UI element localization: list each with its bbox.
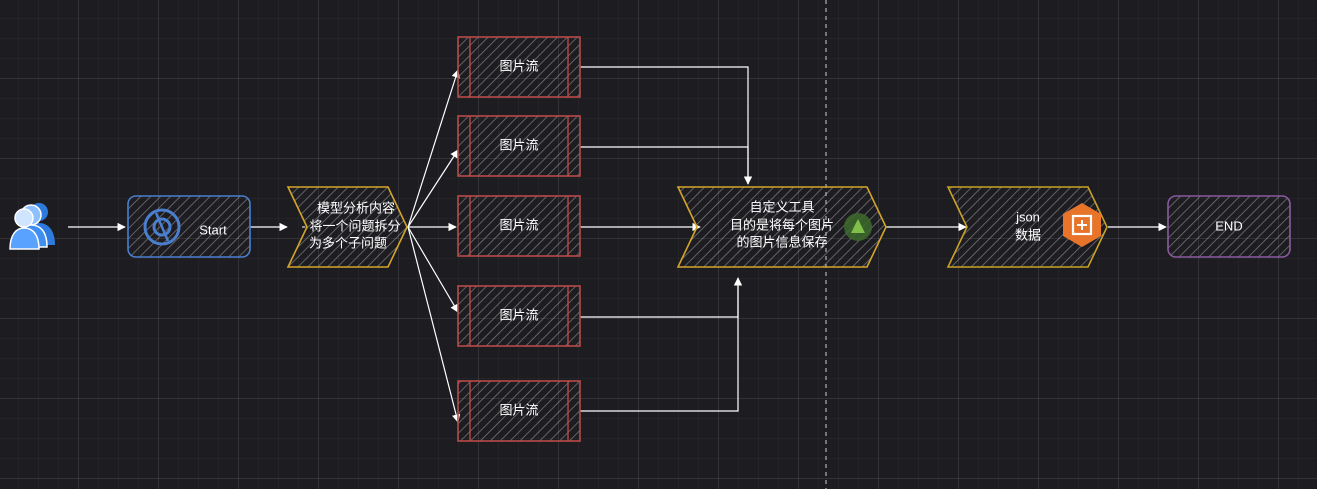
- edge-stream-1-tool: [580, 66, 753, 185]
- tool-label-line-3: 的图片信息保存: [736, 234, 827, 249]
- analyze-node[interactable]: 模型分析内容 - 将一个问题拆分 为多个子问题: [286, 186, 408, 268]
- tool-node[interactable]: 自定义工具 目的是将每个图片 的图片信息保存: [676, 186, 887, 268]
- end-label: END: [1215, 218, 1242, 233]
- start-node[interactable]: Start: [127, 195, 251, 258]
- json-label-line-1: json: [1015, 209, 1040, 224]
- analyze-label-line-1: 模型分析内容: [317, 200, 395, 215]
- edges: [68, 66, 1167, 423]
- stream-node-5[interactable]: 图片流: [457, 380, 581, 442]
- tool-label-line-1: 自定义工具: [749, 199, 814, 214]
- stream-label: 图片流: [499, 402, 538, 417]
- stream-label: 图片流: [499, 137, 538, 152]
- stream-label: 图片流: [499, 58, 538, 73]
- stream-node-2[interactable]: 图片流: [457, 115, 581, 177]
- end-node[interactable]: END: [1167, 195, 1291, 258]
- stream-label: 图片流: [499, 217, 538, 232]
- stream-node-1[interactable]: 图片流: [457, 36, 581, 98]
- analyze-label-line-2: - 将一个问题拆分: [302, 218, 401, 233]
- edge-analyze-stream-1: [407, 69, 460, 228]
- json-label-line-2: 数据: [1015, 227, 1041, 242]
- edge-stream-2-tool: [580, 146, 749, 184]
- analyze-label-line-3: 为多个子问题: [309, 235, 387, 250]
- edge-analyze-stream-5: [407, 226, 461, 423]
- users-icon: [9, 203, 55, 250]
- stream-label: 图片流: [499, 307, 538, 322]
- tool-label-line-2: 目的是将每个图片: [730, 217, 834, 232]
- stream-node-4[interactable]: 图片流: [457, 285, 581, 347]
- edge-stream-4-tool: [580, 277, 743, 318]
- json-badge-icon: [1063, 203, 1101, 247]
- tool-badge-icon: [844, 213, 872, 241]
- edge-stream-5-tool: [580, 278, 739, 412]
- edge-analyze-stream-4: [407, 226, 459, 313]
- json-node[interactable]: json 数据: [946, 186, 1108, 268]
- stream-node-3[interactable]: 图片流: [457, 195, 581, 257]
- openai-logo-icon: [143, 208, 181, 246]
- start-label: Start: [199, 222, 227, 237]
- edge-analyze-stream-2: [407, 149, 459, 228]
